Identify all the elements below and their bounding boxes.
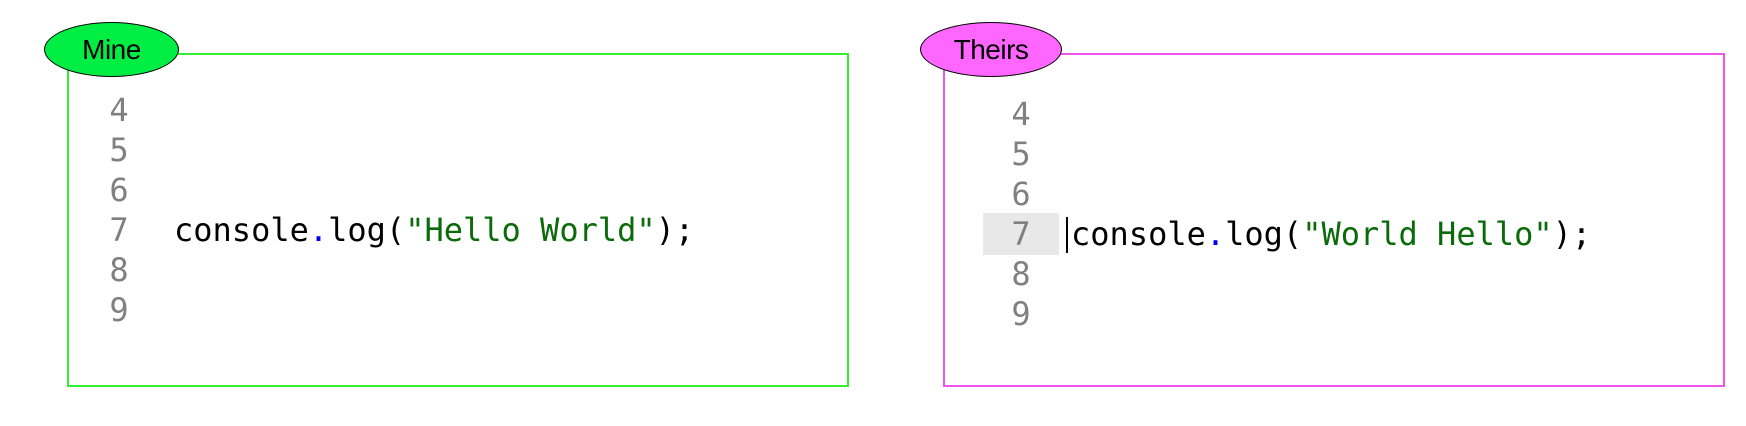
token-dot: . [1205, 215, 1226, 253]
code-line[interactable]: 5 [69, 129, 847, 171]
line-number-active: 7 [983, 213, 1059, 255]
line-number: 4 [109, 91, 129, 129]
line-number: 5 [1011, 135, 1031, 173]
line-number: 9 [109, 291, 129, 329]
token-function: log( [328, 211, 406, 249]
text-cursor [1066, 217, 1068, 253]
code-line[interactable]: 4 [945, 93, 1723, 135]
token-punctuation: ); [655, 211, 695, 249]
token-punctuation: ); [1552, 215, 1592, 253]
token-dot: . [308, 211, 329, 249]
token-identifier: console [1071, 215, 1206, 253]
code-line[interactable]: 5 [945, 133, 1723, 175]
token-identifier: console [174, 211, 309, 249]
code-text[interactable]: console.log("Hello World"); [174, 209, 694, 251]
code-line[interactable]: 4 [69, 89, 847, 131]
code-line[interactable]: 7 console.log("Hello World"); [69, 209, 847, 251]
line-number: 7 [109, 211, 129, 249]
code-line[interactable]: 9 [945, 293, 1723, 335]
line-number: 8 [1011, 255, 1031, 293]
code-line[interactable]: 6 [69, 169, 847, 211]
code-text[interactable]: console.log("World Hello"); [1066, 213, 1592, 255]
theirs-editor-panel[interactable]: 4 5 6 7 console.log("World Hello"); 8 9 [943, 53, 1725, 387]
token-string: "Hello World" [405, 211, 656, 249]
token-function: log( [1225, 215, 1303, 253]
theirs-label-tag: Theirs [920, 22, 1062, 77]
code-line[interactable]: 8 [945, 253, 1723, 295]
line-number: 9 [1011, 295, 1031, 333]
line-number: 4 [1011, 95, 1031, 133]
line-number: 5 [109, 131, 129, 169]
code-line-active[interactable]: 7 console.log("World Hello"); [945, 213, 1723, 255]
line-number: 6 [109, 171, 129, 209]
line-number: 8 [109, 251, 129, 289]
code-line[interactable]: 9 [69, 289, 847, 331]
code-line[interactable]: 6 [945, 173, 1723, 215]
token-string: "World Hello" [1302, 215, 1553, 253]
line-number: 6 [1011, 175, 1031, 213]
mine-label-tag: Mine [44, 22, 179, 77]
code-line[interactable]: 8 [69, 249, 847, 291]
mine-editor-panel[interactable]: 4 5 6 7 console.log("Hello World"); 8 9 [67, 53, 849, 387]
